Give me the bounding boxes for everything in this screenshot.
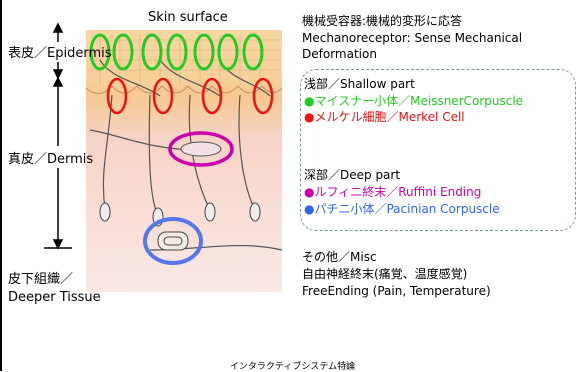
footer-course-title: インタラクティブシステム特論 <box>229 362 356 372</box>
free-ending-ja: 自由神経終末(痛覚、温度感覚) <box>302 267 468 281</box>
epidermis-label: 表皮／Epidermis <box>8 46 112 61</box>
left-frame-line <box>0 0 2 371</box>
dermis-label: 真皮／Dermis <box>8 152 94 167</box>
pacinian-legend-text: パチニ小体／Pacinian Corpuscle <box>314 202 500 216</box>
subcutaneous-label: 皮下組織／ <box>8 272 74 287</box>
layer-arrows <box>44 22 72 250</box>
free-ending-en: FreeEnding (Pain, Temperature) <box>302 284 491 298</box>
merkel-markers <box>106 77 274 115</box>
misc-heading: その他／Misc <box>302 250 377 264</box>
shallow-heading: 浅部／Shallow part <box>304 77 415 91</box>
ruffini-ending <box>168 131 234 167</box>
merkel-legend-text: メルケル細胞／Merkel Cell <box>314 110 465 124</box>
ruffini-bullet: ● <box>304 185 315 199</box>
pacinian-legend-item: ●パチニ小体／Pacinian Corpuscle <box>304 202 500 217</box>
merkel-bullet: ● <box>304 110 315 124</box>
meissner-legend-item: ●マイスナー小体／MeissnerCorpuscle <box>304 94 523 109</box>
meissner-legend-text: マイスナー小体／MeissnerCorpuscle <box>314 94 524 108</box>
skin-surface-label: Skin surface <box>148 10 228 25</box>
deep-heading: 深部／Deep part <box>304 168 401 182</box>
mechanoreceptor-title-ja: 機械受容器:機械的変形に応答 <box>302 14 463 28</box>
mechanoreceptor-title-en-2: Deformation <box>302 47 377 61</box>
merkel-legend-item: ●メルケル細胞／Merkel Cell <box>304 110 465 125</box>
meissner-bullet: ● <box>304 94 315 108</box>
ruffini-legend-text: ルフィニ終末／Ruffini Ending <box>314 185 482 199</box>
deeper-tissue-label: Deeper Tissue <box>8 290 101 305</box>
receptor-legend-box <box>300 69 576 231</box>
ruffini-legend-item: ●ルフィニ終末／Ruffini Ending <box>304 185 481 200</box>
meissner-markers <box>89 33 264 71</box>
mechanoreceptor-title-en: Mechanoreceptor: Sense Mechanical <box>302 31 523 45</box>
pacinian-bullet: ● <box>304 202 315 216</box>
pacinian-corpuscle <box>143 217 203 265</box>
